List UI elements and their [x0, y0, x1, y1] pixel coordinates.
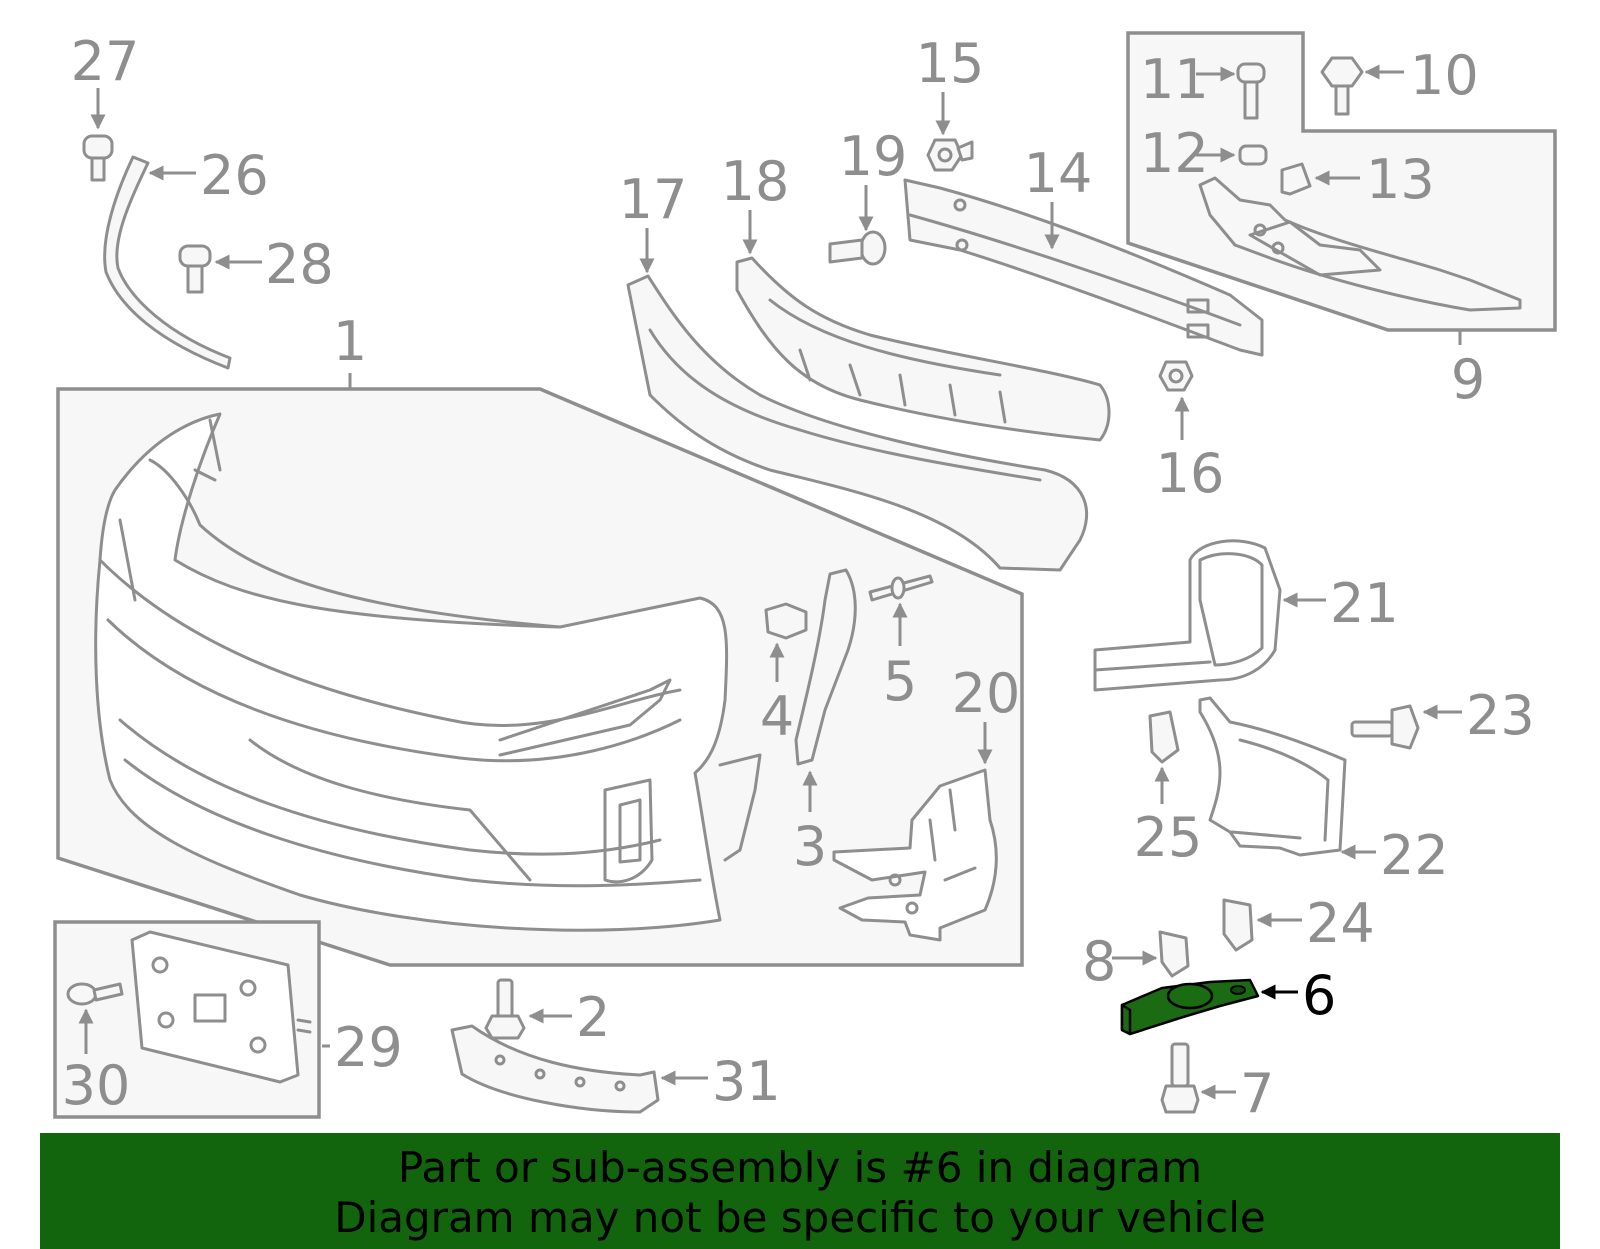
label-4: 4	[760, 685, 794, 748]
label-16: 16	[1156, 442, 1225, 505]
banner-line-1: Part or sub-assembly is #6 in diagram	[397, 1143, 1203, 1192]
label-15: 15	[916, 32, 985, 95]
label-23: 23	[1466, 684, 1535, 747]
impact-bar-14	[903, 178, 1264, 357]
license-bracket-29	[130, 930, 312, 1084]
air-duct-21	[1093, 539, 1282, 692]
label-26: 26	[200, 144, 269, 207]
label-17: 17	[619, 168, 688, 231]
bolt-7	[1160, 1042, 1200, 1114]
label-22: 22	[1380, 824, 1449, 887]
push-pin-19	[828, 230, 887, 266]
bolt-10	[1320, 56, 1364, 116]
grommet-12	[1238, 144, 1268, 166]
clip-25	[1148, 710, 1180, 764]
label-1: 1	[333, 310, 367, 373]
trim-strip-26	[103, 155, 232, 370]
label-11: 11	[1140, 48, 1209, 111]
clip-13	[1280, 162, 1312, 196]
label-7: 7	[1240, 1062, 1274, 1125]
clip-24	[1222, 898, 1254, 952]
bolt-28	[178, 244, 212, 294]
label-9: 9	[1451, 348, 1485, 411]
bolt-2	[484, 978, 526, 1040]
nut-15	[926, 138, 974, 172]
label-29: 29	[334, 1016, 403, 1079]
label-5: 5	[883, 650, 917, 713]
label-25: 25	[1134, 806, 1203, 869]
clip-8	[1158, 930, 1190, 978]
label-10: 10	[1410, 44, 1479, 107]
lower-strip-31	[450, 1024, 660, 1114]
label-27: 27	[71, 30, 140, 93]
label-3: 3	[793, 815, 827, 878]
pin-5	[868, 574, 934, 602]
clip-4	[764, 602, 808, 640]
info-banner: Part or sub-assembly is #6 in diagram Di…	[40, 1133, 1560, 1249]
bolt-23	[1350, 704, 1420, 750]
banner-line-2: Diagram may not be specific to your vehi…	[334, 1193, 1266, 1242]
label-6: 6	[1302, 964, 1336, 1027]
label-30: 30	[62, 1054, 131, 1117]
bolt-27	[82, 134, 114, 182]
label-14: 14	[1024, 142, 1093, 205]
nut-16	[1158, 360, 1194, 392]
label-18: 18	[721, 150, 790, 213]
group-box-9	[1126, 31, 1557, 332]
screw-30	[66, 982, 124, 1006]
label-24: 24	[1306, 892, 1375, 955]
label-8: 8	[1082, 930, 1116, 993]
label-28: 28	[265, 233, 334, 296]
side-strip-3	[794, 568, 857, 766]
bracket-9	[1198, 176, 1522, 312]
label-21: 21	[1330, 572, 1399, 635]
bolt-11	[1236, 62, 1266, 120]
label-31: 31	[712, 1050, 781, 1113]
highlighted-part-6	[1120, 978, 1260, 1036]
label-13: 13	[1366, 148, 1435, 211]
label-20: 20	[952, 662, 1021, 725]
absorber-18	[735, 256, 1111, 442]
label-2: 2	[576, 986, 610, 1049]
deflector-22	[1198, 696, 1347, 857]
bracket-20	[832, 768, 998, 942]
bumper-fascia	[94, 412, 762, 932]
label-19: 19	[839, 125, 908, 188]
absorber-17	[626, 274, 1089, 572]
